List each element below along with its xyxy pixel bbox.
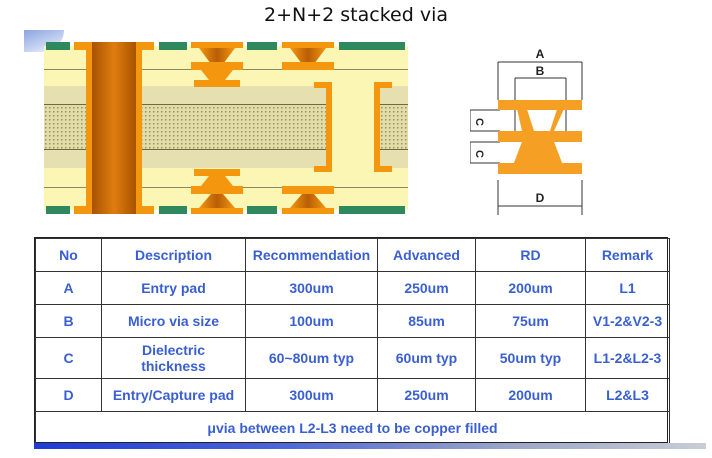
page-title: 2+N+2 stacked via (264, 4, 448, 26)
header-no: No (35, 238, 102, 272)
cell-description: Micro via size (101, 304, 246, 338)
slide-footer-bar (34, 443, 706, 449)
cell-remark: V1-2&V2-3 (585, 304, 670, 338)
cell-remark: L1 (585, 271, 670, 305)
cell-description: Entry/Capture pad (101, 378, 246, 412)
header-recommendation: Recommendation (245, 238, 378, 272)
cell-rd: 200um (475, 271, 586, 305)
cell-description: Entry pad (101, 271, 246, 305)
cell-rd: 200um (475, 378, 586, 412)
cell-advanced: 250um (377, 378, 476, 412)
cell-no: A (35, 271, 102, 305)
cell-advanced: 85um (377, 304, 476, 338)
cell-remark: L1-2&L2-3 (585, 337, 670, 379)
pcb-cross-section-diagram (44, 42, 408, 214)
table-row: D Entry/Capture pad 300um 250um 200um L2… (35, 378, 670, 412)
cell-no: C (35, 337, 102, 379)
cell-remark: L2&L3 (585, 378, 670, 412)
table-note-row: μvia between L2-L3 need to be copper fil… (35, 411, 670, 445)
label-d: D (536, 191, 545, 205)
label-c2: C (473, 150, 485, 158)
cell-recommendation: 300um (245, 271, 378, 305)
header-remark: Remark (585, 238, 670, 272)
cell-no: B (35, 304, 102, 338)
cell-advanced: 250um (377, 271, 476, 305)
stacked-via-dimension-diagram: A B C C D (470, 47, 583, 215)
label-c1: C (473, 118, 485, 126)
cell-recommendation: 60~80um typ (245, 337, 378, 379)
cell-advanced: 60um typ (377, 337, 476, 379)
cell-rd: 50um typ (475, 337, 586, 379)
table-row: C Dielectric thickness 60~80um typ 60um … (35, 337, 670, 379)
cell-rd: 75um (475, 304, 586, 338)
table-row: B Micro via size 100um 85um 75um V1-2&V2… (35, 304, 670, 338)
cell-recommendation: 100um (245, 304, 378, 338)
via-spec-table: No Description Recommendation Advanced R… (34, 237, 670, 445)
cell-recommendation: 300um (245, 378, 378, 412)
cell-description: Dielectric thickness (101, 337, 246, 379)
header-description: Description (101, 238, 246, 272)
table-header-row: No Description Recommendation Advanced R… (35, 238, 670, 272)
header-advanced: Advanced (377, 238, 476, 272)
copper-fill-note: μvia between L2-L3 need to be copper fil… (35, 411, 670, 445)
label-a: A (536, 47, 545, 61)
table-row: A Entry pad 300um 250um 200um L1 (35, 271, 670, 305)
label-b: B (536, 64, 545, 78)
header-rd: RD (475, 238, 586, 272)
cell-no: D (35, 378, 102, 412)
